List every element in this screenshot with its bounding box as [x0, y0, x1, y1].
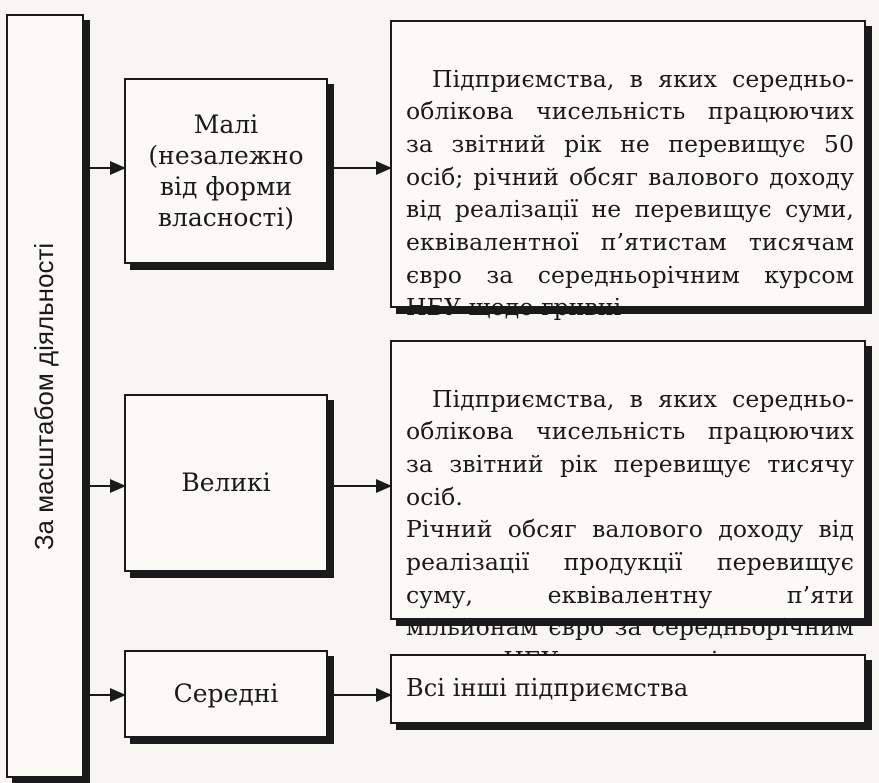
category-medium-box: Середні [124, 650, 328, 738]
description-small-text: Підприємства, в яких середньо­облікова ч… [406, 64, 854, 322]
root-label-wrap: За масштабом діяльності [8, 16, 82, 776]
description-medium-box: Всі інші підприємства [390, 654, 866, 724]
category-small-box: Малі (незалежно від форми власності) [124, 78, 328, 264]
description-large-box: Підприємства, в яких середньо­облікова ч… [390, 340, 866, 674]
category-medium-label: Середні [173, 679, 279, 709]
arrow-root-to-small [84, 161, 126, 175]
classification-root-box: За масштабом діяльності [6, 14, 84, 778]
root-label: За масштабом діяльності [29, 242, 60, 550]
category-large-box: Великі [124, 394, 328, 572]
category-small-label: Малі (незалежно від форми власності) [148, 109, 304, 233]
arrow-root-to-large [84, 479, 126, 493]
description-medium-text: Всі інші підприємства [406, 674, 689, 703]
description-small-box: Підприємства, в яких середньо­облікова ч… [390, 20, 866, 321]
arrow-large-to-description [334, 479, 392, 493]
arrow-root-to-medium [84, 688, 126, 702]
category-large-label: Великі [181, 468, 271, 498]
arrow-medium-to-description [334, 688, 392, 702]
description-large-text: Підприємства, в яких середньо­облікова ч… [406, 384, 854, 674]
arrow-small-to-description [334, 161, 392, 175]
